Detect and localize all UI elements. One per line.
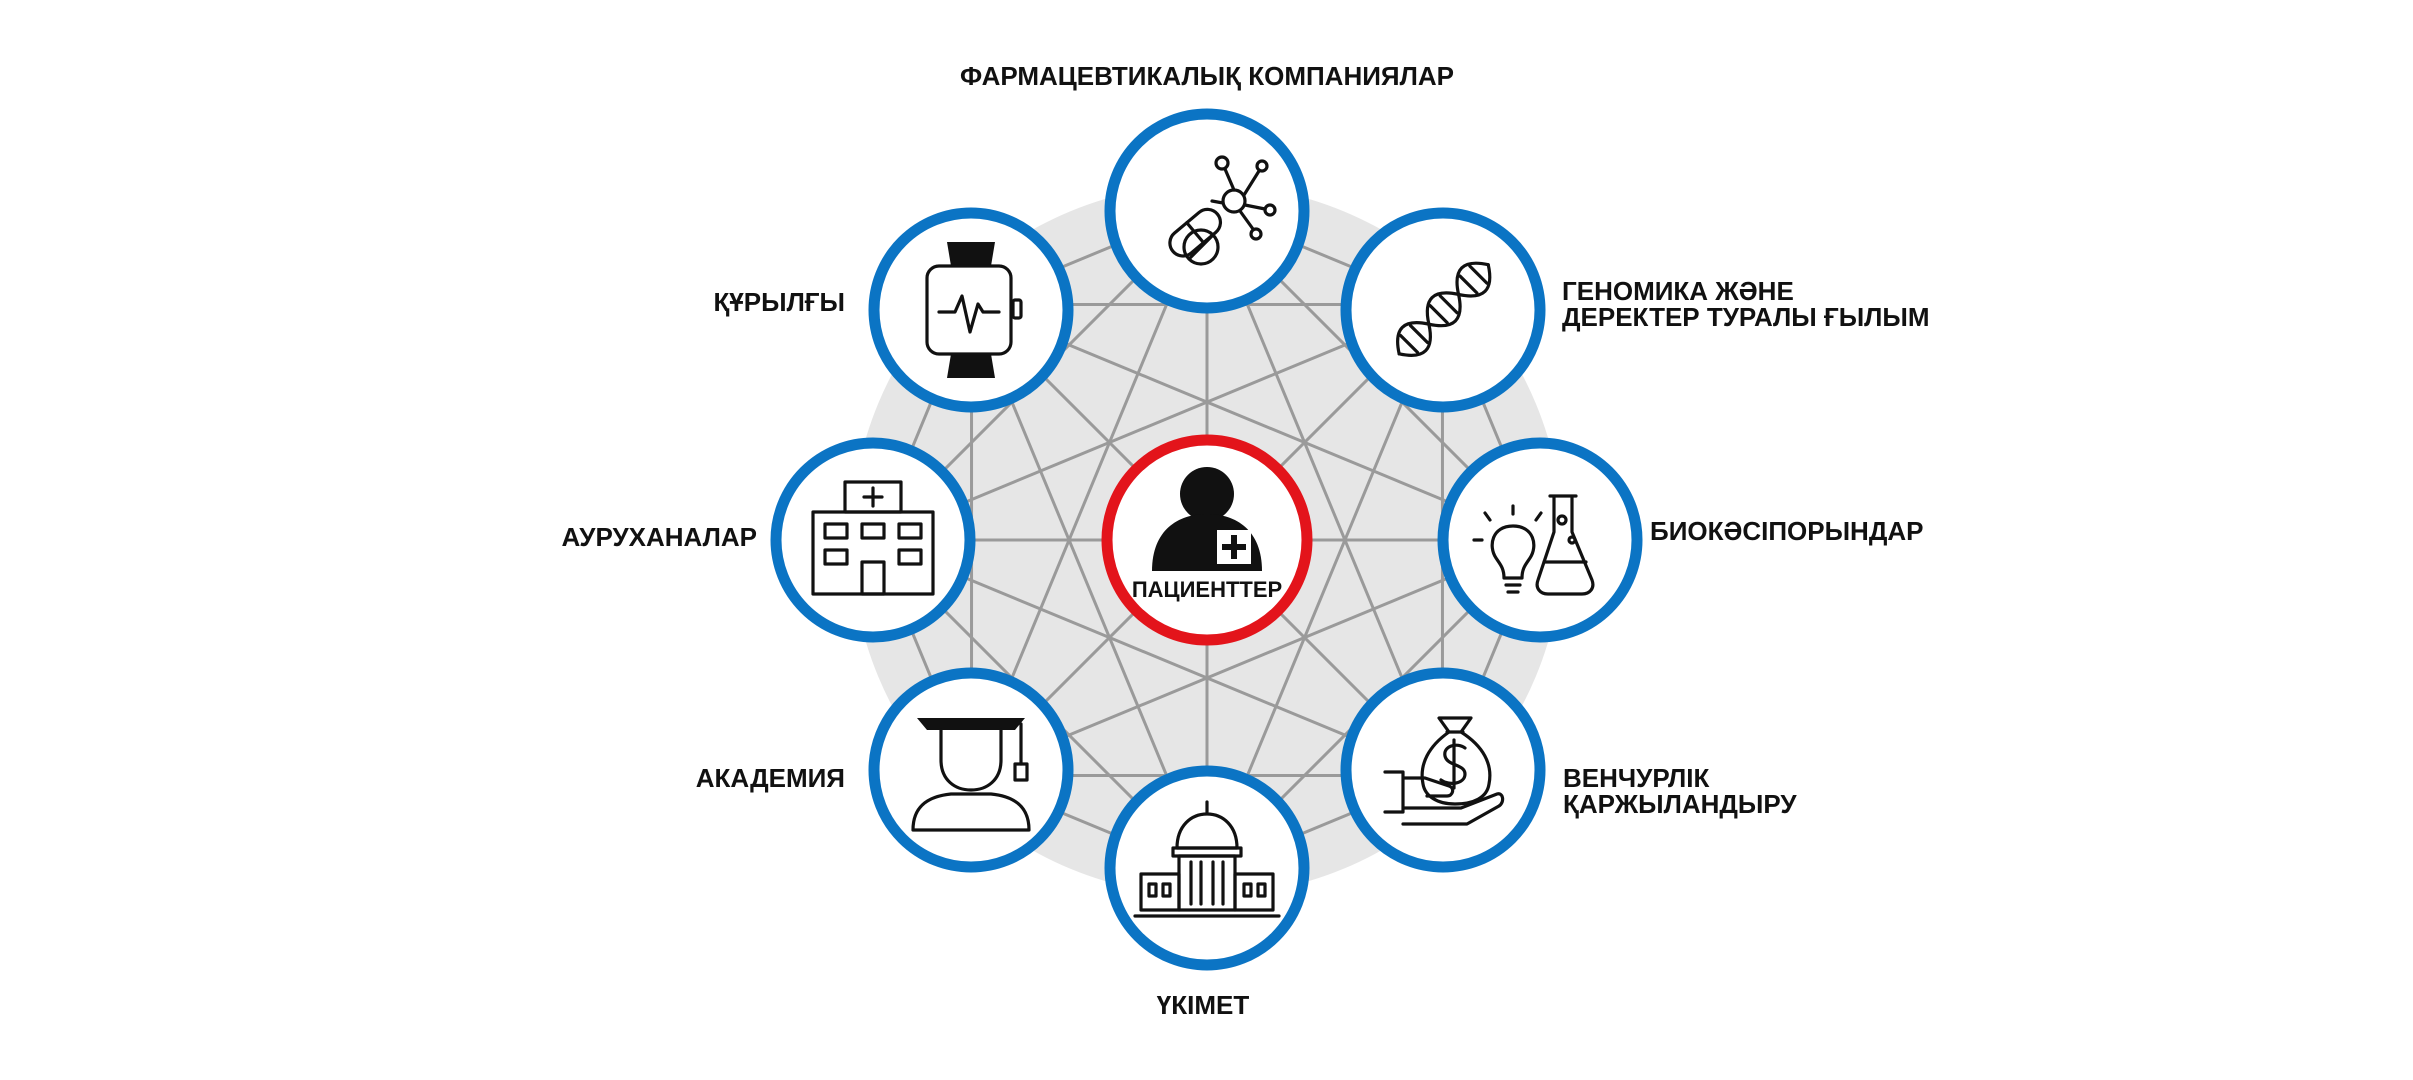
center-label: ПАЦИЕНТТЕР [1132,577,1282,602]
label-government: ҮКІМЕТ [1157,990,1250,1020]
dna-icon [1396,261,1492,357]
label-pharmaceutical-companies: ФАРМАЦЕВТИКАЛЫҚ КОМПАНИЯЛАР [960,61,1454,91]
node-government[interactable] [1104,765,1310,971]
node-venture-funding[interactable] [1340,667,1546,873]
node-devices[interactable] [868,207,1074,413]
label-hospitals: АУРУХАНАЛАР [562,522,757,552]
node-genomics-data-science[interactable] [1340,207,1546,413]
node-pharmaceutical-companies[interactable] [1104,108,1310,314]
label-line: ҚАРЖЫЛАНДЫРУ [1563,789,1797,819]
label-line: ФАРМАЦЕВТИКАЛЫҚ КОМПАНИЯЛАР [960,61,1454,91]
label-venture-funding: ВЕНЧУРЛІК ҚАРЖЫЛАНДЫРУ [1563,763,1797,819]
node-ring [1104,108,1310,314]
node-academia[interactable] [868,667,1074,873]
label-academia: АКАДЕМИЯ [696,763,845,793]
label-line: БИОКӘСІПОРЫНДАР [1650,516,1923,546]
node-ring [1340,667,1546,873]
node-ring [868,207,1074,413]
capitol-icon [1133,800,1281,918]
label-line: ВЕНЧУРЛІК [1563,763,1710,793]
center-node-patients[interactable]: ПАЦИЕНТТЕР [1101,434,1313,646]
label-line: ДЕРЕКТЕР ТУРАЛЫ ҒЫЛЫМ [1562,302,1930,332]
node-labels: ФАРМАЦЕВТИКАЛЫҚ КОМПАНИЯЛАР ГЕНОМИКА ЖӘН… [562,61,1930,1020]
label-line: ГЕНОМИКА ЖӘНЕ [1562,276,1794,306]
node-hospitals[interactable] [770,437,976,643]
label-line: АУРУХАНАЛАР [562,522,757,552]
node-ring [1437,437,1643,643]
label-genomics-data-science: ГЕНОМИКА ЖӘНЕ ДЕРЕКТЕР ТУРАЛЫ ҒЫЛЫМ [1562,276,1930,332]
pills-molecule-icon [1168,155,1277,266]
label-line: ҮКІМЕТ [1157,990,1250,1020]
node-ring [770,437,976,643]
money-bag-hand-icon [1383,716,1505,826]
node-ring [1104,765,1310,971]
node-biotech-companies[interactable] [1437,437,1643,643]
node-ring [868,667,1074,873]
label-line: АКАДЕМИЯ [696,763,845,793]
label-line: ҚҰРЫЛҒЫ [713,287,845,317]
label-devices: ҚҰРЫЛҒЫ [713,287,845,317]
bulb-flask-icon [1472,494,1595,596]
graduate-icon [911,718,1031,832]
smartwatch-icon [925,242,1023,378]
node-ring [1340,207,1546,413]
hospital-icon [811,480,935,596]
label-biotech-companies: БИОКӘСІПОРЫНДАР [1650,516,1923,546]
patient-icon [1152,467,1262,571]
